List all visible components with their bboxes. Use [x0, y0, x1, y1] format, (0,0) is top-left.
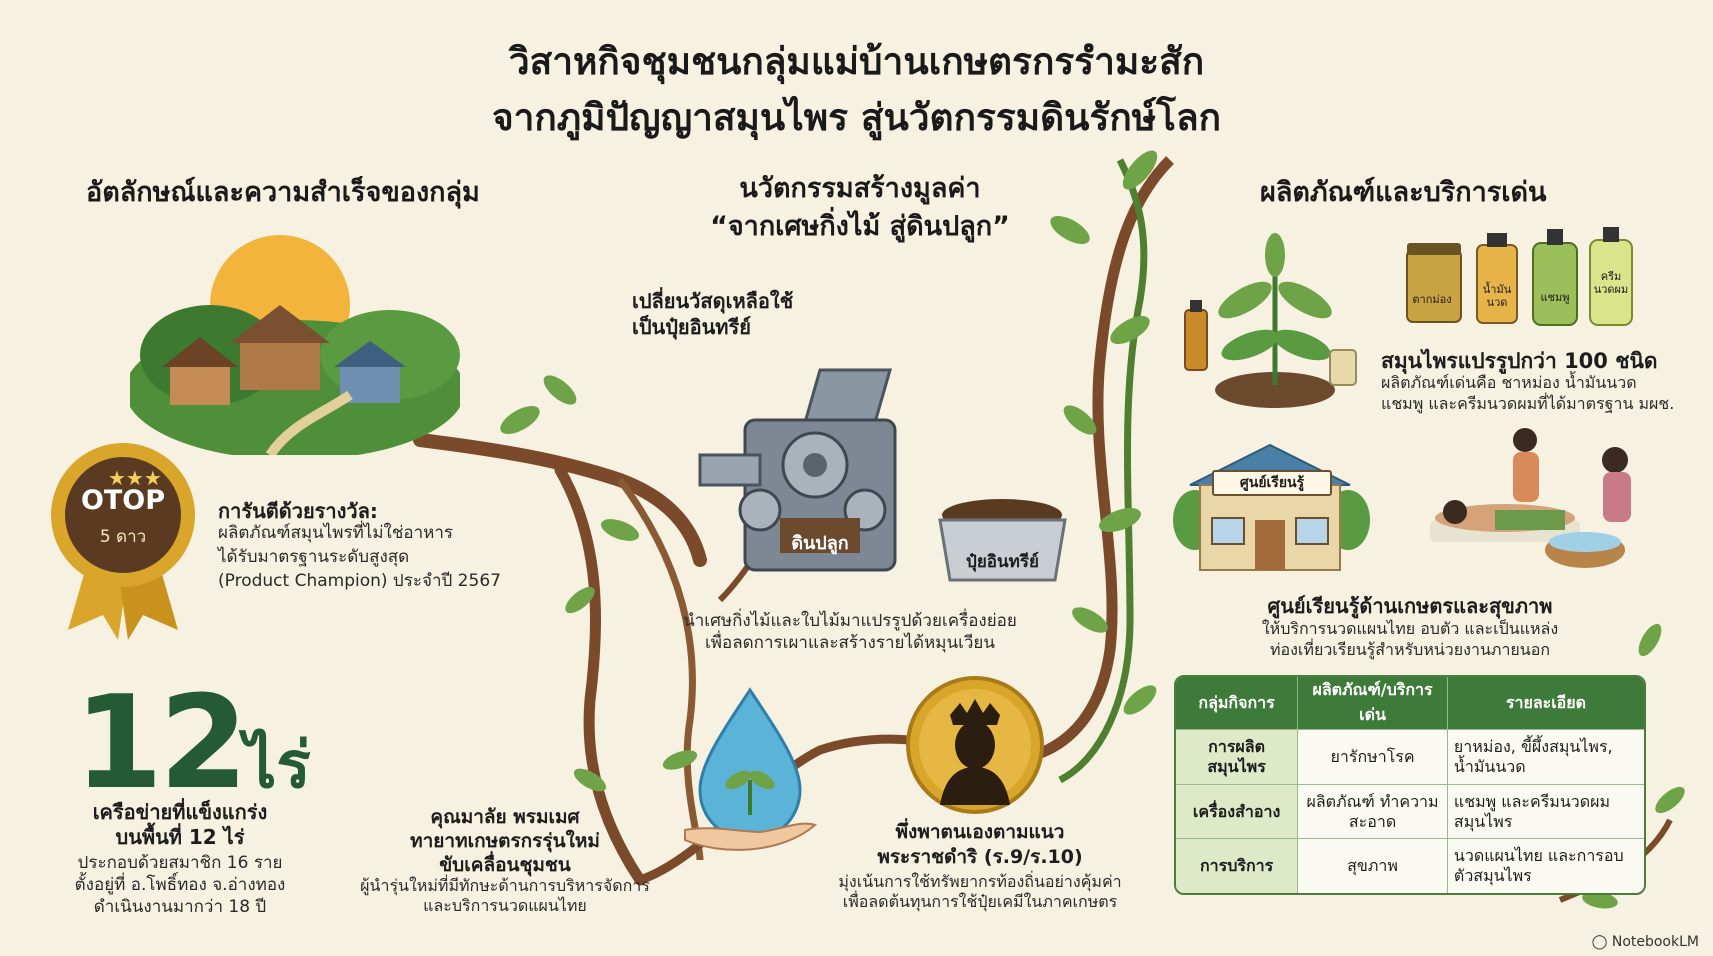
- center-desc-2: ท่องเที่ยวเรียนรู้สำหรับหน่วยงานภายนอก: [1269, 640, 1551, 659]
- self-reliance-description: มุ่งเน้นการใช้ทรัพยากรท้องถิ่นอย่างคุ้มค…: [810, 872, 1150, 912]
- village-illustration: [130, 235, 460, 455]
- award-line-2: ได้รับมาตรฐานระดับสูงสุด: [218, 547, 410, 567]
- table-header-group: กลุ่มกิจการ: [1176, 677, 1299, 730]
- leader-line-2: ทายาทเกษตรกรรุ่นใหม่: [410, 830, 600, 852]
- middle-heading-2: “จากเศษกิ่งไม้ สู่ดินปลูก”: [710, 211, 1010, 242]
- convert-caption: เปลี่ยนวัสดุเหลือใช้ เป็นปุ๋ยอินทรีย์: [632, 288, 793, 340]
- right-heading: ผลิตภัณฑ์และบริการเด่น: [1260, 177, 1547, 208]
- leader-desc-2: และบริการนวดแผนไทย: [423, 896, 587, 915]
- convert-line-2: เป็นปุ๋ยอินทรีย์: [632, 315, 751, 339]
- area-unit: ไร่: [244, 729, 311, 803]
- bin-label: ปุ๋ยอินทรีย์: [966, 552, 1039, 572]
- herb-desc-2: แชมพู และครีมนวดผมที่ได้มาตรฐาน มผช.: [1381, 394, 1675, 413]
- table-cell-product: สุขภาพ: [1297, 838, 1448, 893]
- award-line-1: ผลิตภัณฑ์สมุนไพรที่ไม่ใช่อาหาร: [218, 523, 454, 543]
- hand-icon: [684, 822, 817, 851]
- herb-plant-icon: [1184, 233, 1357, 408]
- jar-label-2: น้ำมัน นวด: [1482, 283, 1512, 309]
- business-table: กลุ่มกิจการ ผลิตภัณฑ์/บริการเด่น รายละเอ…: [1174, 675, 1646, 895]
- herb-desc-1: ผลิตภัณฑ์เด่นคือ ชาหม่อง น้ำมันนวด: [1381, 373, 1637, 392]
- main-title: วิสาหกิจชุมชนกลุ่มแม่บ้านเกษตรกรรำมะสัก …: [0, 34, 1713, 146]
- otop-badge-icon: ★★★: [51, 443, 195, 640]
- shredder-machine-icon: [698, 368, 897, 572]
- table-cell-group: การผลิตสมุนไพร: [1176, 729, 1299, 785]
- shredder-desc-1: นำเศษกิ่งไม้และใบไม้มาแปรรูปด้วยเครื่องย…: [683, 611, 1017, 631]
- network-line-1: ประกอบด้วยสมาชิก 16 ราย: [77, 853, 283, 873]
- middle-heading-1: นวัตกรรมสร้างมูลค่า: [739, 173, 981, 204]
- area-stat: 12ไร่: [74, 680, 311, 816]
- jar-label-1: ตากม่อง: [1412, 293, 1452, 306]
- table-row: การผลิตสมุนไพร ยารักษาโรค ยาหม่อง, ขี้ผึ…: [1176, 729, 1644, 785]
- network-details: ประกอบด้วยสมาชิก 16 ราย ตั้งอยู่ที่ อ.โพ…: [60, 852, 300, 918]
- leader-desc-1: ผู้นำรุ่นใหม่ที่มีทักษะด้านการบริหารจัดก…: [360, 876, 650, 895]
- self-line-2: พระราชดำริ (ร.9/ร.10): [877, 846, 1083, 868]
- shop-sign: ศูนย์เรียนรู้: [1212, 470, 1332, 496]
- leader-line-1: คุณมาลัย พรมเมศ: [430, 806, 580, 828]
- center-desc-1: ให้บริการนวดแผนไทย อบตัว และเป็นแหล่ง: [1261, 619, 1559, 638]
- center-description: ให้บริการนวดแผนไทย อบตัว และเป็นแหล่ง ท่…: [1170, 618, 1650, 660]
- learning-center-icon: [1173, 443, 1370, 571]
- title-line-1: วิสาหกิจชุมชนกลุ่มแม่บ้านเกษตรกรรำมะสัก: [508, 40, 1205, 83]
- leader-description: ผู้นำรุ่นใหม่ที่มีทักษะด้านการบริหารจัดก…: [315, 876, 695, 916]
- network-title-1: เครือข่ายที่แข็งแกร่ง: [92, 800, 268, 824]
- table-cell-detail: นวดแผนไทย และการอบตัวสมุนไพร: [1447, 838, 1644, 893]
- self-desc-1: มุ่งเน้นการใช้ทรัพยากรท้องถิ่นอย่างคุ้มค…: [838, 872, 1122, 891]
- award-title: การันตีด้วยรางวัล:: [218, 499, 378, 523]
- convert-line-1: เปลี่ยนวัสดุเหลือใช้: [632, 289, 794, 313]
- middle-heading: นวัตกรรมสร้างมูลค่า “จากเศษกิ่งไม้ สู่ดิ…: [660, 170, 1060, 246]
- herb-title: สมุนไพรแปรรูปกว่า 100 ชนิด: [1381, 349, 1658, 373]
- table-header-detail: รายละเอียด: [1447, 677, 1644, 730]
- table-cell-product: ยารักษาโรค: [1297, 729, 1448, 785]
- machine-label: ดินปลูก: [791, 533, 849, 554]
- thai-massage-icon: [1430, 428, 1631, 568]
- compost-bin-icon: [938, 499, 1067, 582]
- center-title: ศูนย์เรียนรู้ด้านเกษตรและสุขภาพ: [1267, 594, 1553, 618]
- table-row: เครื่องสำอาง ผลิตภัณฑ์ ทำความสะอาด แชมพู…: [1176, 783, 1644, 839]
- title-line-2: จากภูมิปัญญาสมุนไพร สู่นวัตกรรมดินรักษ์โ…: [491, 96, 1222, 139]
- notebooklm-label: NotebookLM: [1611, 934, 1699, 950]
- shredder-desc-2: เพื่อลดการเผาและสร้างรายได้หมุนเวียน: [704, 633, 996, 653]
- self-line-1: พึ่งพาตนเองตามแนว: [895, 821, 1065, 843]
- herb-description: ผลิตภัณฑ์เด่นคือ ชาหม่อง น้ำมันนวด แชมพู…: [1381, 372, 1674, 414]
- network-title-2: บนพื้นที่ 12 ไร่: [115, 825, 245, 849]
- network-line-3: ดำเนินงานมากว่า 18 ปี: [93, 897, 267, 917]
- award-line-3: (Product Champion) ประจำปี 2567: [218, 571, 501, 591]
- table-cell-detail: แชมพู และครีมนวดผม สมุนไพร: [1447, 783, 1644, 839]
- notebooklm-watermark: ◯ NotebookLM: [1592, 934, 1699, 950]
- product-jars-icon: [1406, 227, 1633, 326]
- table-cell-product: ผลิตภัณฑ์ ทำความสะอาด: [1297, 783, 1448, 839]
- leader-line-3: ขับเคลื่อนชุมชน: [439, 854, 571, 876]
- shredder-description: นำเศษกิ่งไม้และใบไม้มาแปรรูปด้วยเครื่องย…: [640, 610, 1060, 654]
- royal-medallion-icon: [906, 676, 1044, 814]
- table-header-product: ผลิตภัณฑ์/บริการเด่น: [1297, 677, 1448, 730]
- table-header-row: กลุ่มกิจการ ผลิตภัณฑ์/บริการเด่น รายละเอ…: [1176, 677, 1644, 730]
- table-cell-group: การบริการ: [1176, 838, 1299, 893]
- leader-title: คุณมาลัย พรมเมศ ทายาทเกษตรกรรุ่นใหม่ ขับ…: [360, 805, 650, 877]
- table-cell-group: เครื่องสำอาง: [1176, 783, 1299, 839]
- business-table-grid: กลุ่มกิจการ ผลิตภัณฑ์/บริการเด่น รายละเอ…: [1176, 677, 1644, 893]
- area-number: 12: [74, 669, 248, 818]
- jar-label-3: แชมพู: [1540, 291, 1570, 304]
- self-desc-2: เพื่อลดต้นทุนการใช้ปุ๋ยเคมีในภาคเกษตร: [842, 892, 1118, 911]
- network-title: เครือข่ายที่แข็งแกร่ง บนพื้นที่ 12 ไร่: [60, 800, 300, 850]
- otop-label: OTOP: [80, 485, 166, 516]
- left-heading: อัตลักษณ์และความสำเร็จของกลุ่ม: [86, 177, 480, 208]
- otop-stars-label: 5 ดาว: [99, 527, 147, 547]
- table-row: การบริการ สุขภาพ นวดแผนไทย และการอบตัวสม…: [1176, 838, 1644, 893]
- jar-label-4: ครีม นวดผม: [1593, 270, 1629, 296]
- self-reliance-title: พึ่งพาตนเองตามแนว พระราชดำริ (ร.9/ร.10): [850, 820, 1110, 870]
- network-line-2: ตั้งอยู่ที่ อ.โพธิ์ทอง จ.อ่างทอง: [74, 875, 286, 895]
- svg-text:★★★: ★★★: [108, 466, 162, 490]
- table-cell-detail: ยาหม่อง, ขี้ผึ้งสมุนไพร, น้ำมันนวด: [1447, 729, 1644, 785]
- notebooklm-logo-icon: ◯: [1591, 934, 1608, 950]
